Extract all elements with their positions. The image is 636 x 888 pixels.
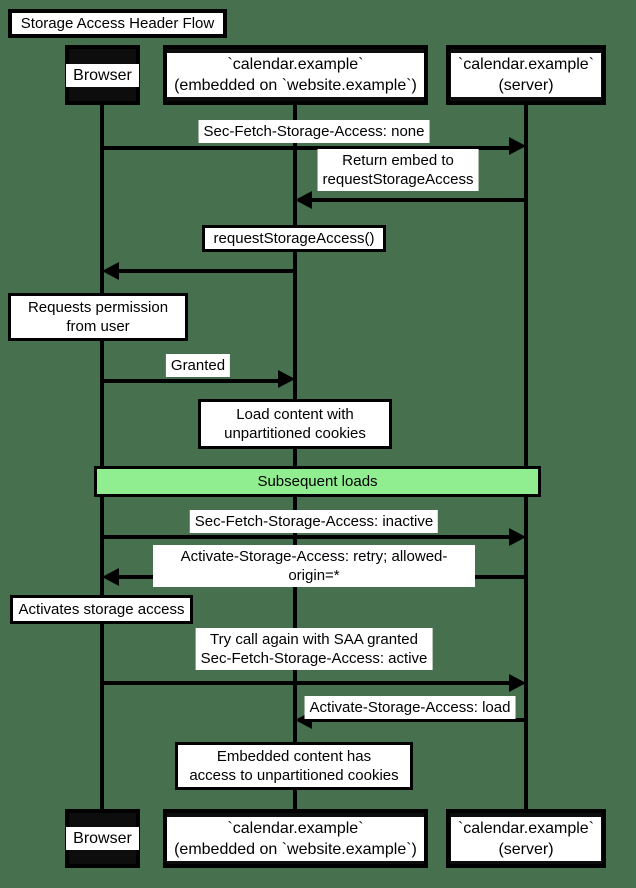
message-label-return-embed: Return embed to requestStorageAccess <box>317 149 479 191</box>
actor-label-browser-top: Browser <box>66 63 139 87</box>
arrow-line <box>118 269 295 273</box>
actor-label-calendar-embed-top: `calendar.example` (embedded on `website… <box>167 53 424 97</box>
arrowhead-right-icon <box>509 528 526 546</box>
arrowhead-right-icon <box>509 137 526 155</box>
arrowhead-right-icon <box>509 674 526 692</box>
message-label-try-call-again: Try call again with SAA granted Sec-Fetc… <box>195 628 433 670</box>
arrow-line <box>102 535 510 539</box>
actor-box-browser-top: Browser <box>65 45 140 105</box>
arrowhead-left-icon <box>102 262 119 280</box>
subsequent-loads-band: Subsequent loads <box>94 466 541 497</box>
actor-box-calendar-embed-bottom: `calendar.example` (embedded on `website… <box>163 809 428 868</box>
arrow-line <box>102 681 510 685</box>
actor-label-calendar-embed-bottom: `calendar.example` (embedded on `website… <box>167 816 424 861</box>
message-label-sec-fetch-inactive: Sec-Fetch-Storage-Access: inactive <box>189 510 439 533</box>
diagram-title: Storage Access Header Flow <box>8 9 227 38</box>
message-label-granted: Granted <box>165 354 231 377</box>
actor-label-browser-bottom: Browser <box>66 827 139 850</box>
note-embedded-content-access: Embedded content has access to unpartiti… <box>175 742 413 790</box>
arrow-line <box>311 198 526 202</box>
actor-label-calendar-server-bottom: `calendar.example` (server) <box>450 816 602 861</box>
note-load-content: Load content with unpartitioned cookies <box>198 399 392 449</box>
message-label-activate-retry: Activate-Storage-Access: retry; allowed-… <box>153 545 475 587</box>
arrow-line <box>102 379 280 383</box>
note-activates-storage-access: Activates storage access <box>10 595 193 624</box>
lifeline-calendar-embed <box>293 105 297 809</box>
actor-box-calendar-embed-top: `calendar.example` (embedded on `website… <box>163 45 428 105</box>
arrowhead-left-icon <box>102 568 119 586</box>
actor-box-calendar-server-bottom: `calendar.example` (server) <box>446 809 606 868</box>
message-label-sec-fetch-none: Sec-Fetch-Storage-Access: none <box>198 120 430 143</box>
arrowhead-right-icon <box>278 370 295 388</box>
message-label-request-storage-access: requestStorageAccess() <box>202 225 386 252</box>
arrowhead-left-icon <box>295 191 312 209</box>
diagram-title-label: Storage Access Header Flow <box>20 15 215 32</box>
actor-box-calendar-server-top: `calendar.example` (server) <box>446 45 606 105</box>
lifeline-calendar-server <box>524 105 528 809</box>
arrow-line <box>311 718 526 722</box>
note-requests-permission: Requests permission from user <box>8 293 188 341</box>
actor-label-calendar-server-top: `calendar.example` (server) <box>450 53 602 97</box>
arrow-line <box>102 146 510 150</box>
lifeline-browser <box>100 105 104 809</box>
actor-box-browser-bottom: Browser <box>65 809 140 868</box>
message-label-activate-load: Activate-Storage-Access: load <box>304 696 516 719</box>
subsequent-loads-label: Subsequent loads <box>257 473 378 490</box>
